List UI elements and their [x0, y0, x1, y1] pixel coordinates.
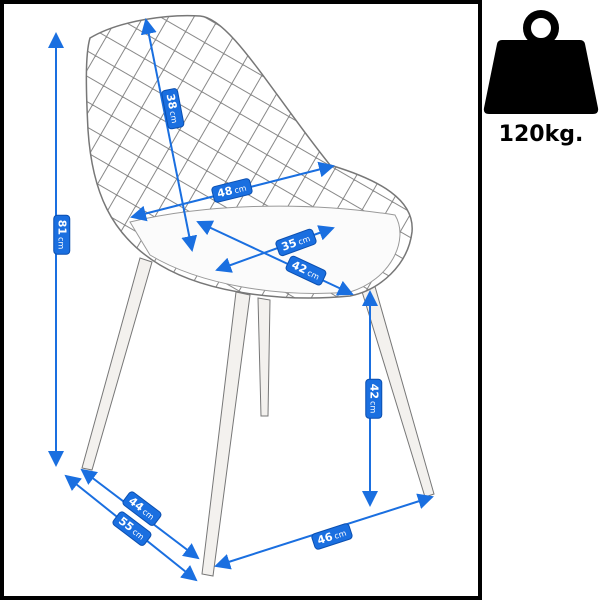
product-image-panel — [0, 0, 482, 600]
chair-drawing — [48, 14, 435, 582]
dimension-label-height: 81cm — [53, 214, 71, 255]
weight-icon — [483, 10, 599, 114]
weight-capacity-panel: 120kg. — [482, 0, 600, 600]
chair-legs — [81, 257, 435, 577]
dimension-label-seat-height: 42cm — [365, 378, 383, 419]
weight-capacity-label: 120kg. — [498, 122, 584, 147]
